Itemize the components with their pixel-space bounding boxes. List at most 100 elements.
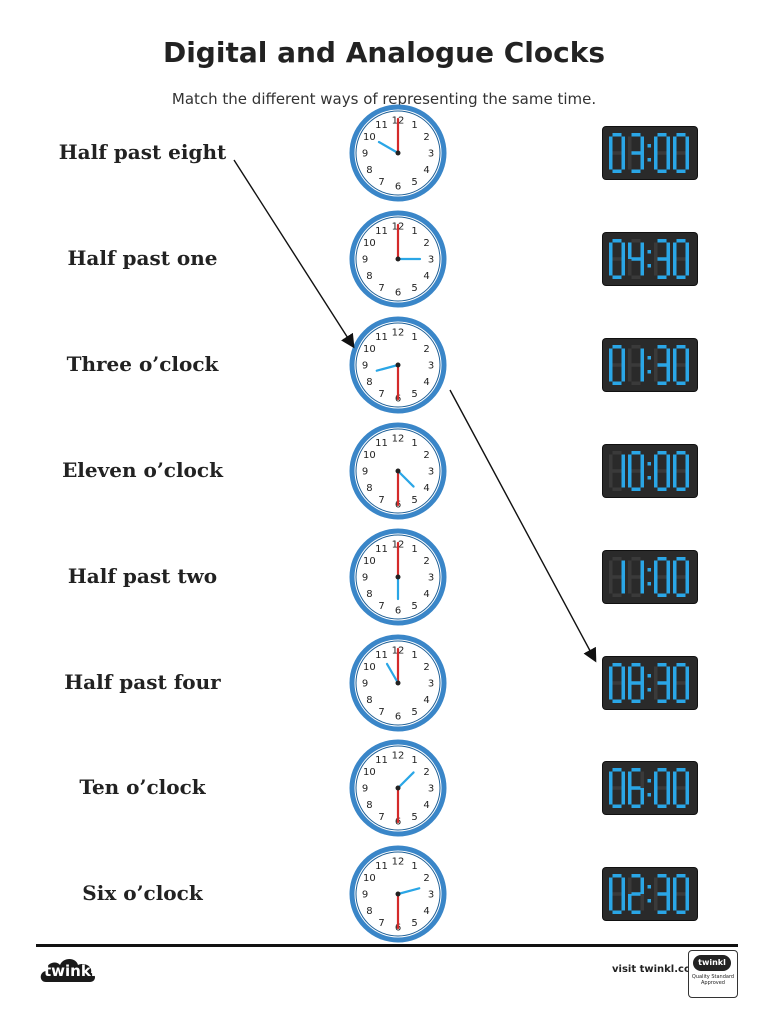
clock-number: 7 <box>378 389 384 400</box>
segment <box>640 683 644 700</box>
colon-dot <box>647 885 651 889</box>
clock-number: 9 <box>362 255 368 266</box>
segment <box>628 771 632 788</box>
clock-number: 11 <box>375 226 388 237</box>
segment <box>673 560 677 577</box>
segment <box>612 345 622 349</box>
twinkl-logo-cloud <box>40 959 96 982</box>
match-line-1 <box>233 159 355 349</box>
segment <box>609 348 613 365</box>
segment <box>657 768 667 772</box>
segment <box>628 666 632 683</box>
segment <box>657 257 667 261</box>
segment <box>657 593 667 597</box>
segment <box>640 666 644 683</box>
segment <box>612 575 622 579</box>
segment <box>673 577 677 594</box>
segment <box>612 363 622 367</box>
clock-number: 10 <box>363 344 376 355</box>
segment <box>621 577 625 594</box>
segment <box>666 348 670 365</box>
segment <box>621 560 625 577</box>
clock-number: 4 <box>423 906 429 917</box>
segment <box>657 892 667 896</box>
segment <box>654 136 658 153</box>
clock-number: 4 <box>423 271 429 282</box>
segment <box>631 487 641 491</box>
clock-number: 9 <box>362 467 368 478</box>
clock-number: 1 <box>411 120 417 131</box>
digital-clock: 08:30 <box>603 657 697 709</box>
segment <box>640 136 644 153</box>
clock-number: 9 <box>362 149 368 160</box>
segment <box>676 345 686 349</box>
hour-hand <box>377 140 400 155</box>
segment <box>612 768 622 772</box>
segment <box>657 133 667 137</box>
segment <box>609 577 613 594</box>
segment <box>685 683 689 700</box>
segment <box>612 910 622 914</box>
segment <box>685 348 689 365</box>
digital-clock: 03:00 <box>603 127 697 179</box>
segment <box>654 877 658 894</box>
segment <box>628 560 632 577</box>
clock-number: 4 <box>423 695 429 706</box>
clock-number: 3 <box>428 467 434 478</box>
segment <box>631 381 641 385</box>
segment <box>657 363 667 367</box>
clock-number: 12 <box>392 857 405 868</box>
segment <box>676 892 686 896</box>
segment <box>621 666 625 683</box>
visit-link[interactable]: visit twinkl.com <box>612 964 702 975</box>
colon-dot <box>647 356 651 360</box>
segment <box>612 469 622 473</box>
segment <box>631 874 641 878</box>
segment <box>609 560 613 577</box>
footer-divider <box>36 944 738 947</box>
segment <box>657 910 667 914</box>
segment <box>654 242 658 259</box>
segment <box>685 877 689 894</box>
segment <box>609 894 613 911</box>
segment <box>685 560 689 577</box>
clock-number: 8 <box>366 165 372 176</box>
clock-number: 8 <box>366 800 372 811</box>
segment <box>631 239 641 243</box>
segment <box>654 348 658 365</box>
segment <box>666 683 670 700</box>
segment <box>612 804 622 808</box>
clock-number: 10 <box>363 873 376 884</box>
segment <box>609 454 613 471</box>
segment <box>631 169 641 173</box>
clock-number: 4 <box>423 377 429 388</box>
segment <box>640 894 644 911</box>
segment <box>666 365 670 382</box>
segment <box>676 681 686 685</box>
segment <box>628 894 632 911</box>
clock-number: 11 <box>375 861 388 872</box>
segment <box>628 788 632 805</box>
segment <box>673 471 677 488</box>
segment <box>676 593 686 597</box>
segment <box>673 153 677 170</box>
segment <box>609 153 613 170</box>
segment <box>640 365 644 382</box>
page-subtitle: Match the different ways of representing… <box>171 90 597 108</box>
colon-dot <box>647 144 651 148</box>
clock-number: 6 <box>395 606 401 617</box>
segment <box>612 275 622 279</box>
clock-number: 6 <box>395 288 401 299</box>
quality-badge: twinkl Quality Standard Approved <box>688 950 738 998</box>
segment <box>631 593 641 597</box>
clock-number: 11 <box>375 650 388 661</box>
segment <box>612 681 622 685</box>
segment <box>612 239 622 243</box>
segment <box>640 242 644 259</box>
segment <box>676 151 686 155</box>
segment <box>621 153 625 170</box>
segment <box>676 239 686 243</box>
segment <box>621 771 625 788</box>
segment <box>673 136 677 153</box>
colon-dot <box>647 250 651 254</box>
